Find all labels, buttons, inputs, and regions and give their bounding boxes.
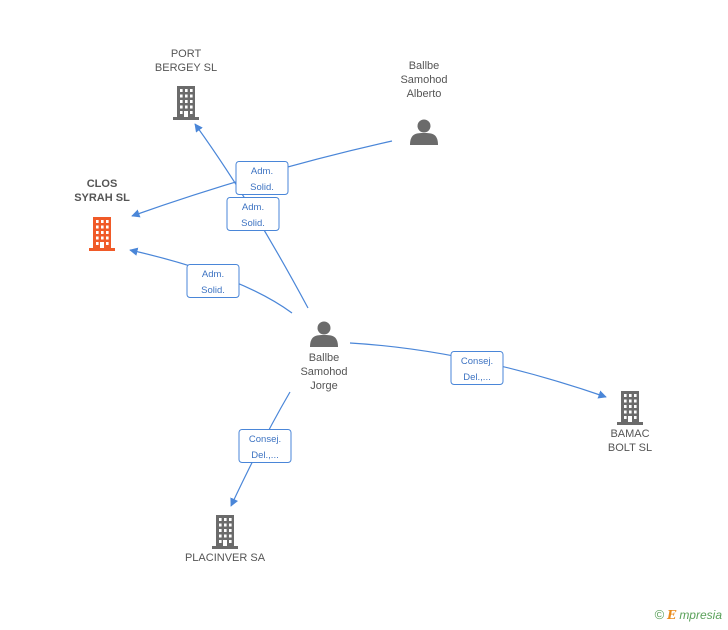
node-port-bergey[interactable]: PORT BERGEY SL	[155, 48, 217, 120]
node-placinver[interactable]: PLACINVER SA	[185, 515, 266, 564]
node-label: CLOS	[87, 178, 118, 190]
edge-label-ballbe_alberto-to-clos_syrah[interactable]: Adm. Solid.	[235, 161, 289, 195]
edge-label-text: Del.,...	[251, 450, 278, 461]
node-label: Ballbe	[409, 60, 440, 72]
edge-label-ballbe_jorge-to-placinver[interactable]: Consej. Del.,...	[238, 429, 292, 463]
node-label: SYRAH SL	[74, 192, 130, 204]
person-icon	[410, 119, 438, 145]
node-label: BOLT SL	[608, 442, 652, 454]
node-label: Ballbe	[309, 352, 340, 364]
node-label: Alberto	[407, 88, 442, 100]
brand-initial: E	[667, 607, 677, 622]
brand-name: mpresia	[679, 607, 722, 622]
edge-label-text: Consej.	[249, 434, 281, 445]
edge-label-text: Consej.	[461, 356, 493, 367]
building-icon	[617, 391, 643, 425]
edge-label-text: Del.,...	[463, 372, 490, 383]
edge-label-ballbe_jorge-to-clos_syrah[interactable]: Adm. Solid.	[186, 264, 240, 298]
edge-label-text: Adm.	[242, 202, 264, 213]
person-icon	[310, 321, 338, 347]
node-label: Samohod	[400, 74, 447, 86]
copyright-symbol: ©	[654, 607, 665, 622]
edge-label-text: Solid.	[250, 182, 274, 193]
edge-label-text: Solid.	[241, 218, 265, 229]
node-label: Jorge	[310, 380, 338, 392]
edge-label-text: Adm.	[251, 166, 273, 177]
node-label: BAMAC	[610, 428, 649, 440]
edge-labels-layer: Adm. Solid. Adm. Solid. Adm. Solid. Consej. Del…	[186, 161, 504, 463]
node-label: PLACINVER SA	[185, 552, 266, 564]
building-icon	[212, 515, 238, 549]
node-label: BERGEY SL	[155, 62, 217, 74]
edge-label-text: Solid.	[201, 285, 225, 296]
node-bamac-bolt[interactable]: BAMAC BOLT SL	[608, 391, 652, 454]
edge-label-ballbe_jorge-to-port_bergey[interactable]: Adm. Solid.	[226, 197, 280, 231]
edge-label-ballbe_jorge-to-bamac_bolt[interactable]: Consej. Del.,...	[450, 351, 504, 385]
node-label: Samohod	[300, 366, 347, 378]
building-icon	[89, 217, 115, 251]
node-label: PORT	[171, 48, 202, 60]
edges-layer	[129, 123, 607, 507]
edge-label-text: Adm.	[202, 269, 224, 280]
building-icon	[173, 86, 199, 120]
node-clos-syrah[interactable]: CLOS SYRAH SL	[74, 178, 130, 251]
